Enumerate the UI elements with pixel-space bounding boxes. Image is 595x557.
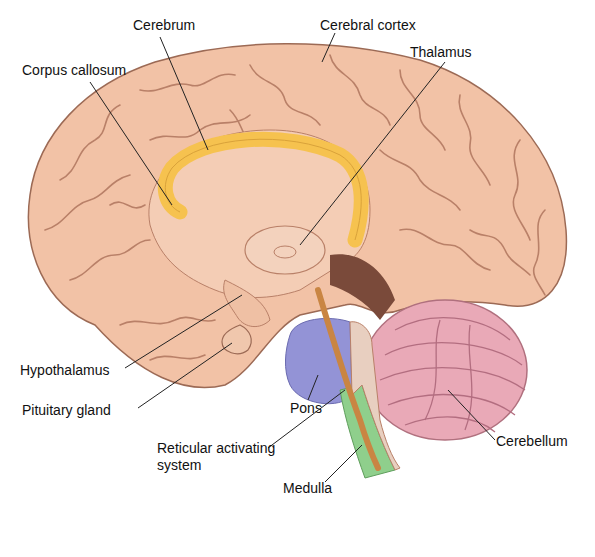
- part-label: Cerebral cortex: [320, 17, 460, 34]
- part-label: Cerebellum: [496, 433, 595, 450]
- part-label: Cerebrum: [133, 17, 253, 34]
- thalamus-shape: [245, 226, 325, 274]
- cerebellum-folia: [380, 318, 525, 432]
- corpus-callosum-shape: [165, 139, 361, 240]
- part-label: Pituitary gland: [22, 402, 152, 419]
- leader-lines: [90, 33, 495, 482]
- part-label: Pons: [290, 400, 350, 417]
- part-label: Reticular activating system: [157, 440, 297, 474]
- part-label: Hypothalamus: [20, 362, 140, 379]
- tectum-region: [330, 254, 395, 320]
- hypothalamus-shape: [224, 280, 270, 327]
- part-label: Thalamus: [410, 44, 510, 61]
- cerebellum-shape: [363, 300, 527, 440]
- part-label: Corpus callosum: [22, 62, 162, 79]
- thalamus-detail: [274, 246, 296, 258]
- reticular-activating-system-shape: [318, 290, 378, 468]
- pituitary-shape: [222, 325, 251, 354]
- part-label: Medulla: [283, 480, 373, 497]
- brainstem-back: [350, 322, 400, 470]
- corpus-callosum-edge: [165, 139, 361, 240]
